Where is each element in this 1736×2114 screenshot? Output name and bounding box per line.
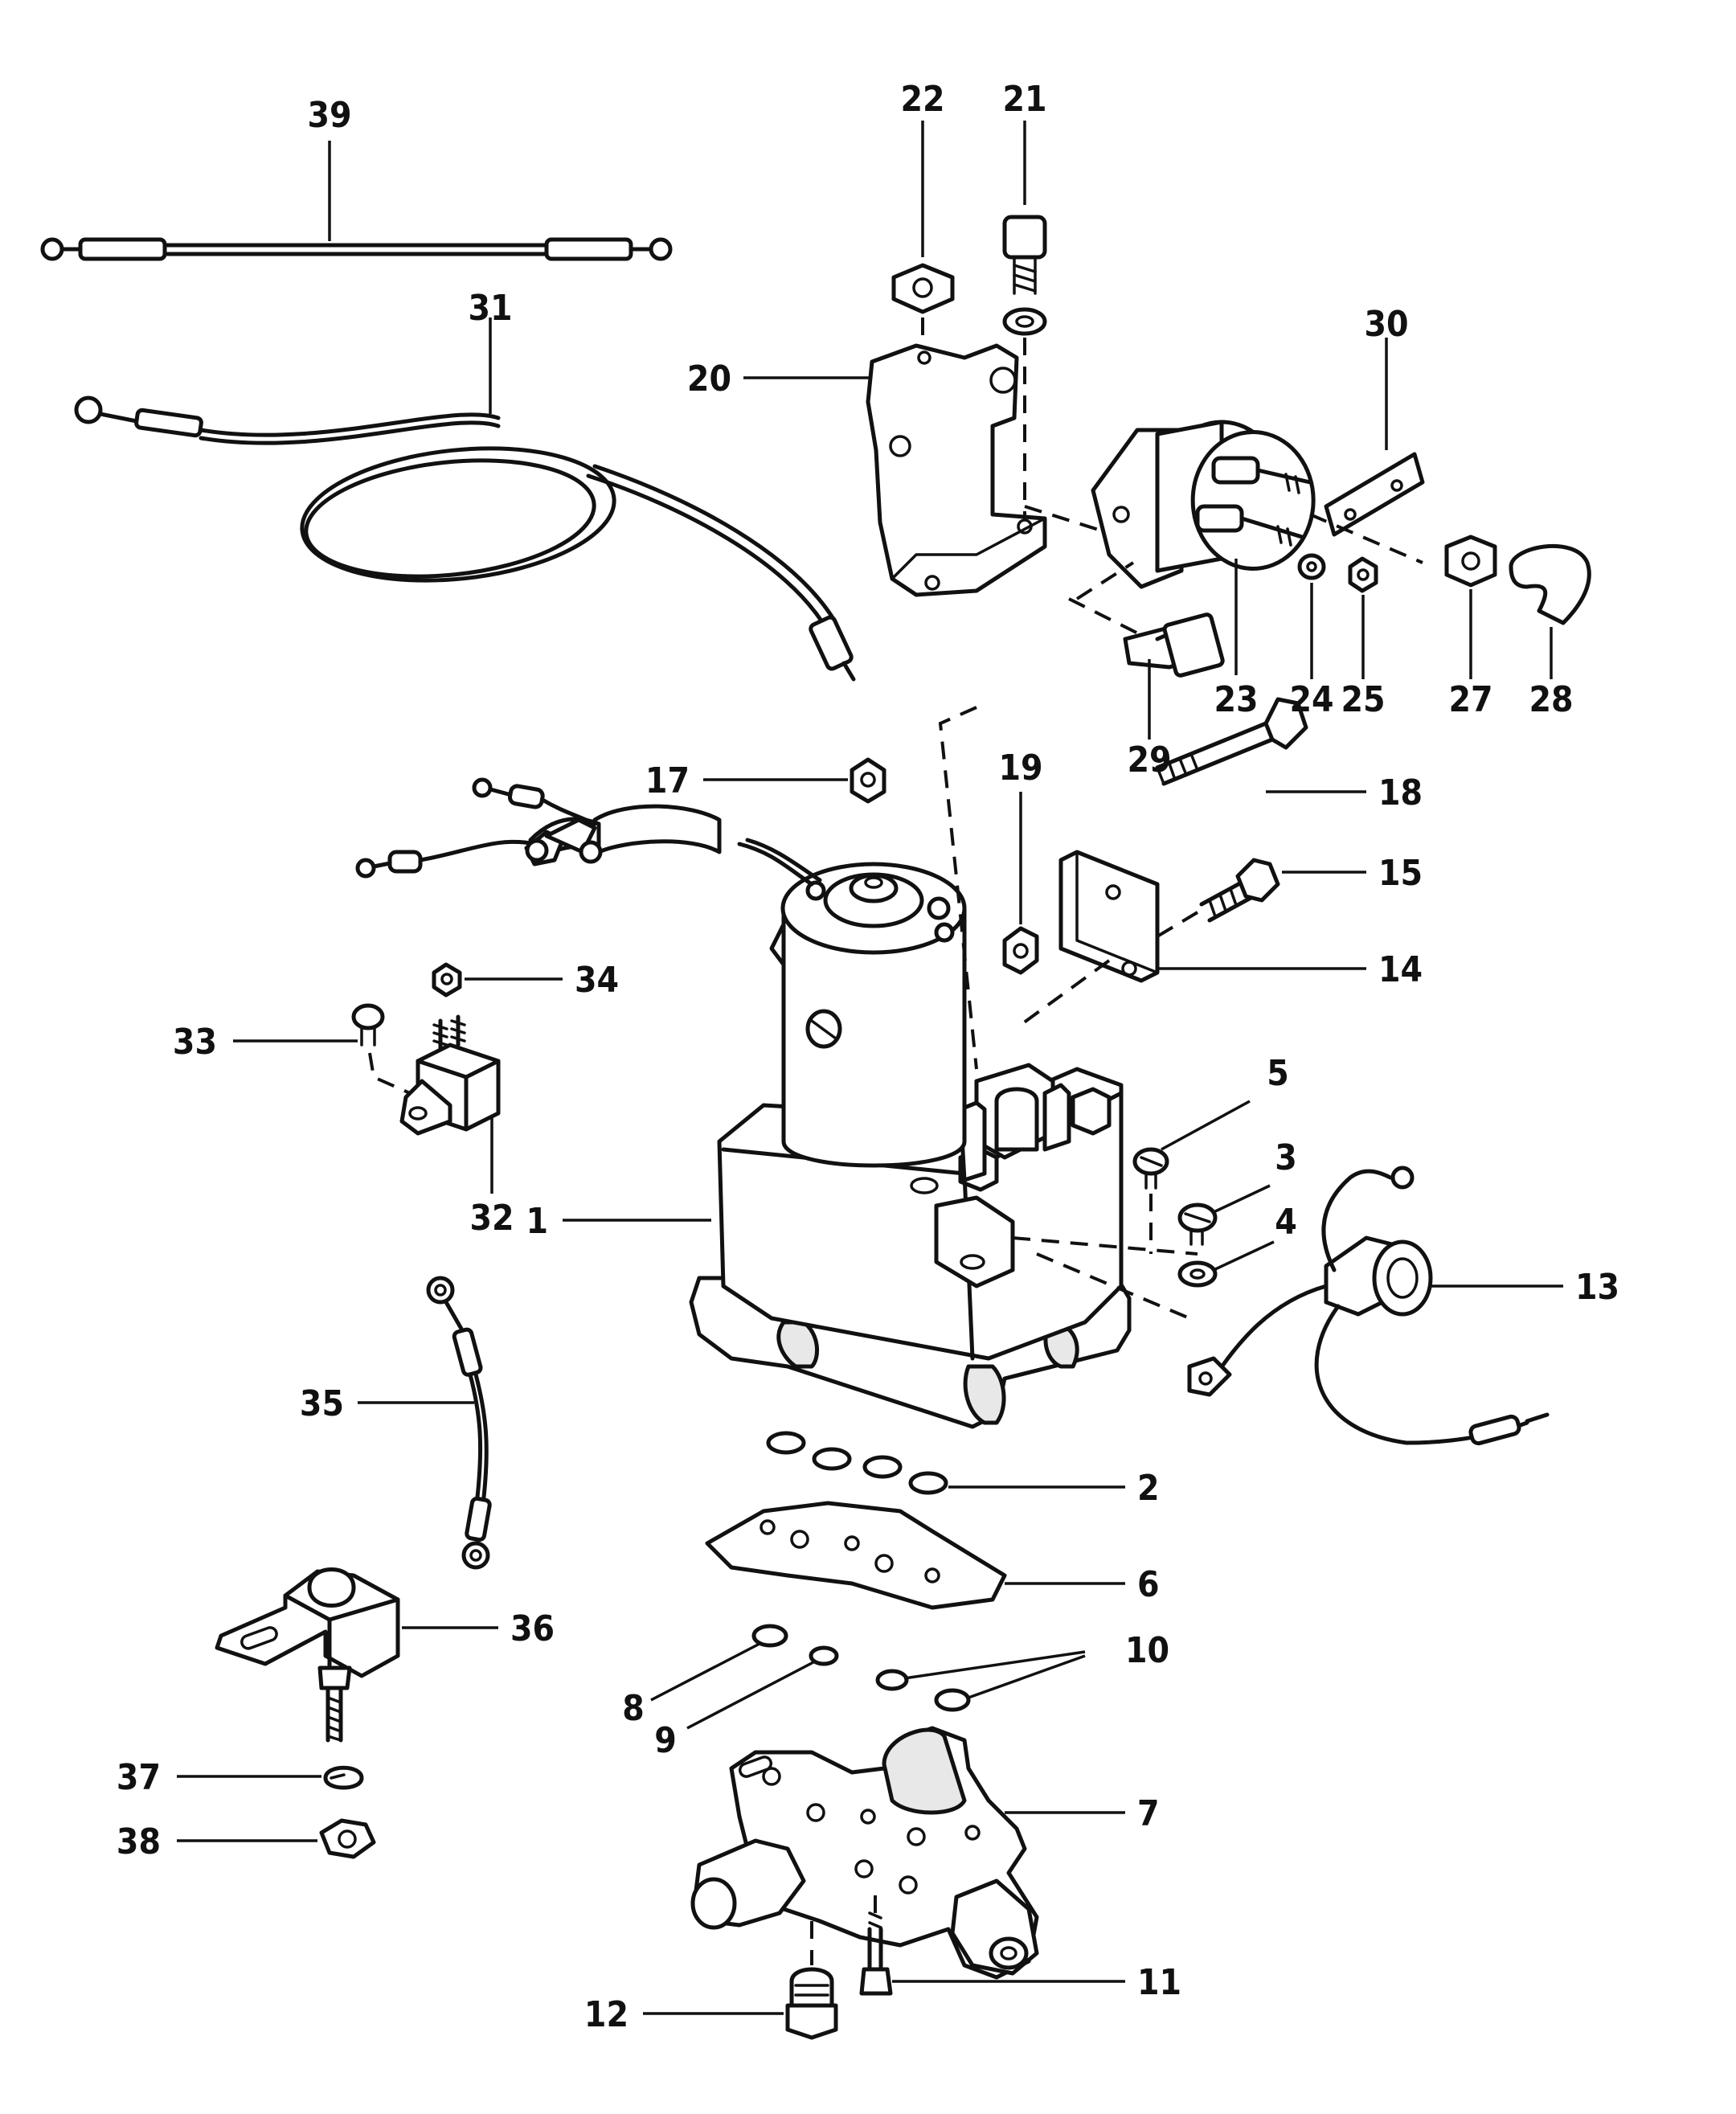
label-23: 23 (1214, 679, 1258, 720)
nut-25 (1348, 556, 1378, 593)
label-39: 39 (307, 95, 351, 136)
o-ring-9 (809, 1645, 839, 1666)
nut-17 (850, 757, 886, 804)
label-9: 9 (654, 1720, 677, 1761)
label-14: 14 (1378, 949, 1423, 990)
label-22: 22 (900, 79, 944, 120)
label-6: 6 (1137, 1564, 1160, 1605)
plate-30 (1324, 452, 1425, 537)
boot-28 (1509, 544, 1591, 625)
label-36: 36 (510, 1608, 555, 1649)
screw-3 (1177, 1202, 1218, 1246)
screw-5 (1132, 1147, 1169, 1190)
label-17: 17 (645, 760, 690, 801)
label-18: 18 (1378, 772, 1423, 813)
bolt-18 (1155, 697, 1308, 786)
o-rings-2 (766, 1431, 948, 1495)
screw-33 (351, 1003, 385, 1047)
leader-10 (903, 1650, 1086, 1699)
label-20: 20 (687, 358, 731, 399)
screw-21 (1002, 215, 1047, 336)
label-7: 7 (1137, 1793, 1160, 1834)
wire-31 (74, 395, 856, 682)
leader-9 (686, 1661, 814, 1730)
leader-3 (1213, 1184, 1271, 1214)
label-10: 10 (1125, 1630, 1169, 1671)
gasket-6 (705, 1501, 1007, 1610)
label-3: 3 (1275, 1137, 1297, 1178)
bracket-20 (866, 343, 1047, 597)
bolt-15 (1199, 858, 1280, 923)
label-30: 30 (1364, 304, 1408, 345)
label-11: 11 (1137, 1962, 1181, 2003)
label-27: 27 (1448, 679, 1492, 720)
leader-5 (1161, 1100, 1251, 1151)
solenoid-23 (1091, 420, 1316, 589)
label-33: 33 (173, 1022, 217, 1063)
bracket-14 (1058, 850, 1160, 983)
bolt-29 (1123, 612, 1225, 678)
nut-19 (1002, 926, 1039, 975)
ground-strap-35 (426, 1276, 492, 1570)
label-24: 24 (1289, 679, 1333, 720)
label-2: 2 (1137, 1468, 1160, 1509)
leader-4 (1213, 1240, 1275, 1272)
label-21: 21 (1002, 79, 1046, 120)
label-37: 37 (117, 1757, 161, 1798)
label-12: 12 (584, 1994, 628, 2035)
part-labels: 39 22 21 31 20 30 23 24 25 27 28 29 17 1… (117, 79, 1619, 2035)
screw-11 (859, 1911, 893, 1996)
label-1: 1 (526, 1201, 548, 1242)
label-35: 35 (300, 1383, 344, 1424)
nut-27 (1444, 535, 1497, 588)
label-8: 8 (622, 1688, 645, 1729)
label-28: 28 (1529, 679, 1573, 720)
label-19: 19 (998, 748, 1042, 789)
pump-assembly-1 (689, 862, 1132, 1429)
terminal-clamp-36 (215, 1567, 400, 1743)
motor-harness (355, 777, 822, 887)
nut-34 (432, 962, 462, 998)
label-32: 32 (469, 1198, 514, 1239)
switch-13 (1187, 1166, 1550, 1446)
lock-washer-37 (323, 1765, 364, 1790)
label-15: 15 (1378, 853, 1423, 894)
label-34: 34 (575, 960, 619, 1001)
label-25: 25 (1341, 679, 1385, 720)
label-31: 31 (468, 288, 512, 329)
label-4: 4 (1275, 1202, 1297, 1243)
o-ring-8 (751, 1624, 788, 1648)
terminal-block-32 (399, 1014, 501, 1136)
o-rings-10 (875, 1669, 971, 1712)
nut-22 (891, 263, 955, 314)
label-29: 29 (1127, 739, 1171, 780)
valve-body-7 (690, 1726, 1039, 1980)
label-5: 5 (1267, 1053, 1289, 1094)
plug-12 (785, 1967, 838, 2040)
washer-4 (1177, 1260, 1218, 1288)
label-38: 38 (117, 1821, 161, 1862)
leader-8 (650, 1642, 760, 1702)
washer-24 (1297, 553, 1326, 580)
nut-38 (319, 1818, 376, 1859)
label-13: 13 (1575, 1267, 1619, 1308)
cable-39 (40, 237, 673, 261)
